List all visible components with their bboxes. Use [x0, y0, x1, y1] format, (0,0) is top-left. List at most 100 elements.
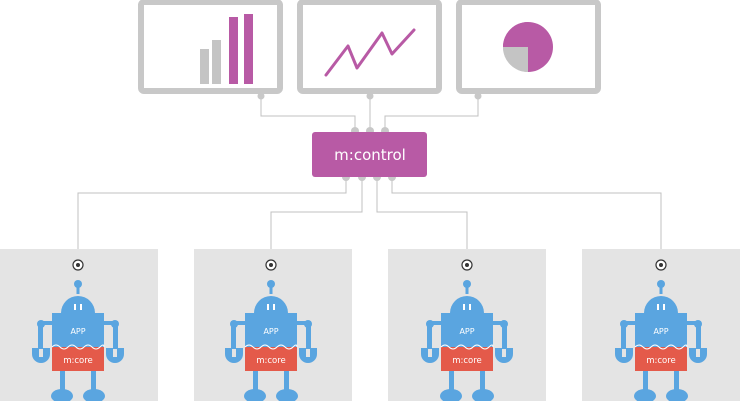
shoulder-left — [40, 321, 52, 325]
monitor-pie-chart — [456, 0, 601, 94]
app-label: APP — [653, 327, 668, 336]
leg-right — [284, 371, 289, 391]
eye-left — [74, 304, 76, 310]
app-label: APP — [70, 327, 85, 336]
shoulder-right — [687, 321, 699, 325]
eye-right — [80, 304, 82, 310]
eye-left — [463, 304, 465, 310]
shoulder-left — [429, 321, 441, 325]
leg-left — [253, 371, 258, 391]
claw-left-icon — [225, 348, 243, 363]
core-block — [52, 347, 104, 371]
robot-head — [61, 296, 95, 313]
core-block — [245, 347, 297, 371]
core-wave — [51, 344, 105, 350]
port-dot-icon — [659, 263, 663, 267]
claw-right-icon — [106, 348, 124, 363]
foot-left — [51, 389, 73, 401]
controller-label: m:control — [334, 146, 406, 164]
elbow-left — [426, 320, 434, 328]
robot-icon: APP m:core — [32, 280, 124, 401]
leg-right — [91, 371, 96, 391]
eye-right — [469, 304, 471, 310]
arm-right — [306, 321, 311, 349]
arm-left — [427, 321, 432, 349]
foot-left — [634, 389, 656, 401]
shoulder-left — [233, 321, 245, 325]
core-label: m:core — [646, 356, 676, 366]
arm-right — [113, 321, 118, 349]
leg-right — [480, 371, 485, 391]
core-block — [635, 347, 687, 371]
core-wave — [440, 344, 494, 350]
eye-right — [273, 304, 275, 310]
leg-left — [60, 371, 65, 391]
leg-left — [449, 371, 454, 391]
antenna-tip — [463, 280, 471, 288]
core-label: m:core — [63, 356, 93, 366]
eye-left — [267, 304, 269, 310]
core-wave — [244, 344, 298, 350]
robot-head — [254, 296, 288, 313]
controller-node: m:control — [312, 132, 427, 177]
elbow-left — [37, 320, 45, 328]
port-dot-icon — [76, 263, 80, 267]
shoulder-right — [297, 321, 309, 325]
eye-right — [663, 304, 665, 310]
arm-right — [696, 321, 701, 349]
foot-right — [83, 389, 105, 401]
robot-panel: APP m:core — [388, 249, 546, 401]
robot-head — [450, 296, 484, 313]
claw-left-icon — [421, 348, 439, 363]
elbow-right — [111, 320, 119, 328]
monitor-bar-chart — [138, 0, 283, 94]
foot-left — [440, 389, 462, 401]
foot-right — [276, 389, 298, 401]
antenna — [465, 286, 469, 294]
bar-chart-icon — [200, 14, 253, 84]
claw-left-icon — [32, 348, 50, 363]
app-label: APP — [459, 327, 474, 336]
foot-right — [666, 389, 688, 401]
antenna-tip — [74, 280, 82, 288]
shoulder-left — [623, 321, 635, 325]
elbow-right — [694, 320, 702, 328]
app-label: APP — [263, 327, 278, 336]
monitor-line-chart — [297, 0, 442, 94]
arm-right — [502, 321, 507, 349]
robot-wires — [77, 178, 662, 262]
claw-right-icon — [299, 348, 317, 363]
antenna — [76, 286, 80, 294]
leg-right — [674, 371, 679, 391]
elbow-right — [500, 320, 508, 328]
shoulder-right — [493, 321, 505, 325]
leg-left — [643, 371, 648, 391]
elbow-right — [304, 320, 312, 328]
arm-left — [231, 321, 236, 349]
antenna — [269, 286, 273, 294]
port-dot-icon — [465, 263, 469, 267]
robot-panel: APP m:core — [582, 249, 740, 401]
antenna-tip — [657, 280, 665, 288]
shoulder-right — [104, 321, 116, 325]
core-wave — [634, 344, 688, 350]
foot-left — [244, 389, 266, 401]
line-chart-icon — [324, 28, 416, 77]
arm-left — [38, 321, 43, 349]
elbow-left — [620, 320, 628, 328]
robot-icon: APP m:core — [615, 280, 707, 401]
claw-left-icon — [615, 348, 633, 363]
claw-right-icon — [689, 348, 707, 363]
robot-panel: APP m:core — [0, 249, 158, 401]
arm-left — [621, 321, 626, 349]
antenna-tip — [267, 280, 275, 288]
core-block — [441, 347, 493, 371]
core-label: m:core — [452, 356, 482, 366]
eye-left — [657, 304, 659, 310]
port-dot-icon — [269, 263, 273, 267]
robot-icon: APP m:core — [421, 280, 513, 401]
pie-chart-icon — [503, 22, 553, 72]
